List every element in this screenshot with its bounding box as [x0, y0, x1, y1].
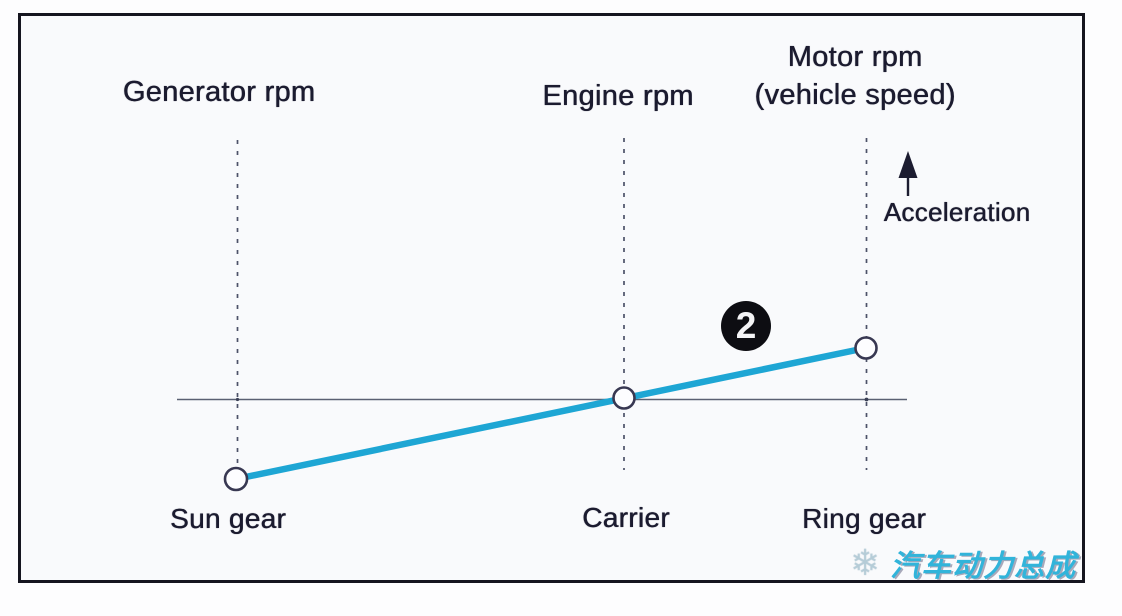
carrier-node — [612, 386, 636, 410]
acceleration-up-arrow-icon — [898, 151, 918, 178]
baseline-tick-sun — [235, 397, 240, 402]
sun-gear-label: Sun gear — [169, 503, 287, 534]
motor-rpm-label-line1: Motor rpm — [787, 41, 923, 73]
acceleration-label: Acceleration — [883, 197, 1031, 227]
watermark: ❄ 汽车动力总成 — [850, 540, 1076, 586]
motor-rpm-label: Motor rpm (vehicle speed) — [715, 38, 995, 114]
ring-gear-node — [854, 336, 878, 360]
carrier-label: Carrier — [582, 502, 670, 533]
baseline-tick-ring — [864, 397, 869, 402]
snowflake-logo-icon: ❄ — [850, 542, 881, 583]
motor-rpm-label-line2: (vehicle speed) — [754, 79, 956, 111]
engine-rpm-label: Engine rpm — [542, 80, 694, 112]
ring-gear-label: Ring gear — [801, 503, 927, 534]
step-number-badge: 2 — [721, 301, 771, 351]
diagram-frame — [18, 13, 1085, 583]
generator-rpm-label: Generator rpm — [122, 76, 316, 108]
gear-speed-line — [232, 344, 870, 483]
watermark-text: 汽车动力总成 — [890, 550, 1077, 583]
sun-gear-node — [223, 466, 249, 492]
